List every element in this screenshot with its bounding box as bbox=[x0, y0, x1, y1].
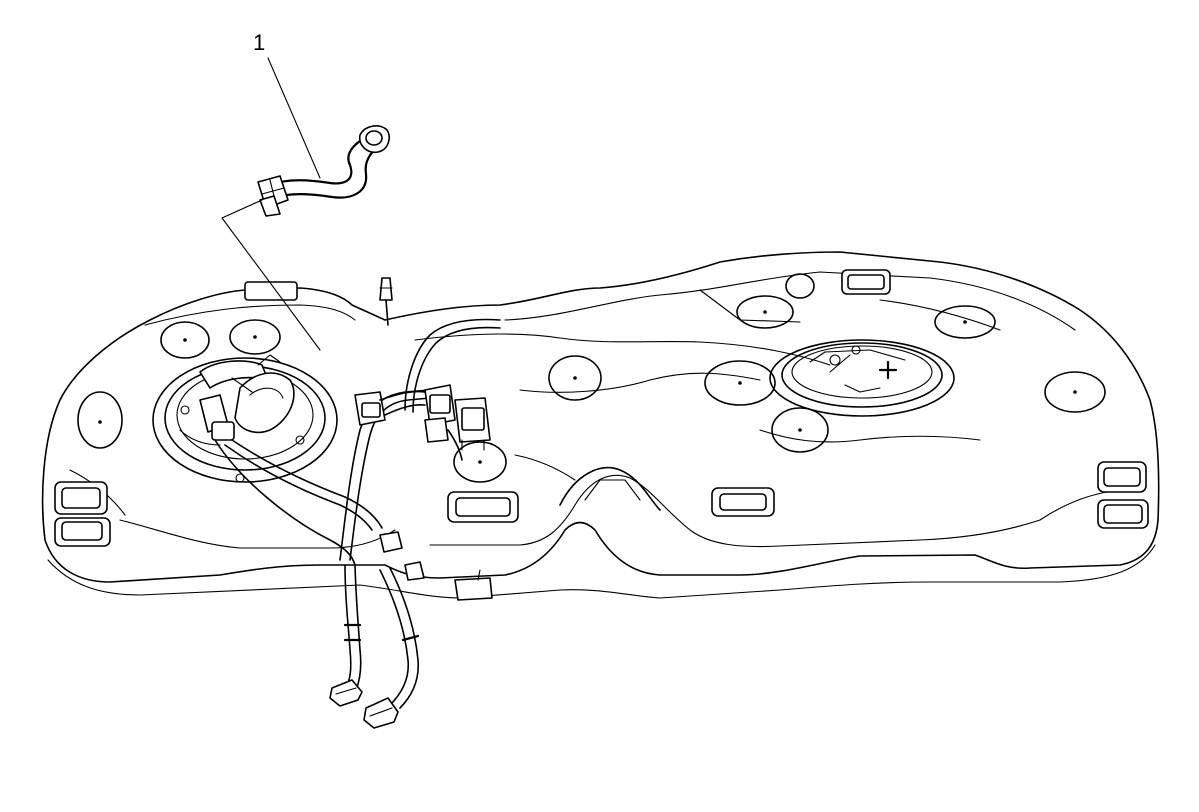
fuel-feed-lines bbox=[214, 318, 501, 709]
evap-valve-cluster bbox=[354, 277, 493, 601]
left-fuel-pump-module bbox=[152, 354, 338, 483]
filler-vent-hose bbox=[257, 125, 390, 217]
callout-leaders bbox=[221, 57, 321, 351]
fuel-line-quick-connectors bbox=[329, 679, 399, 729]
right-fuel-sender-module bbox=[769, 339, 955, 417]
tank-dimples bbox=[77, 273, 1106, 483]
callout-number-1: 1 bbox=[253, 30, 266, 55]
tank-mounting-pads bbox=[54, 269, 1149, 547]
fuel-tank-body bbox=[41, 251, 1160, 599]
